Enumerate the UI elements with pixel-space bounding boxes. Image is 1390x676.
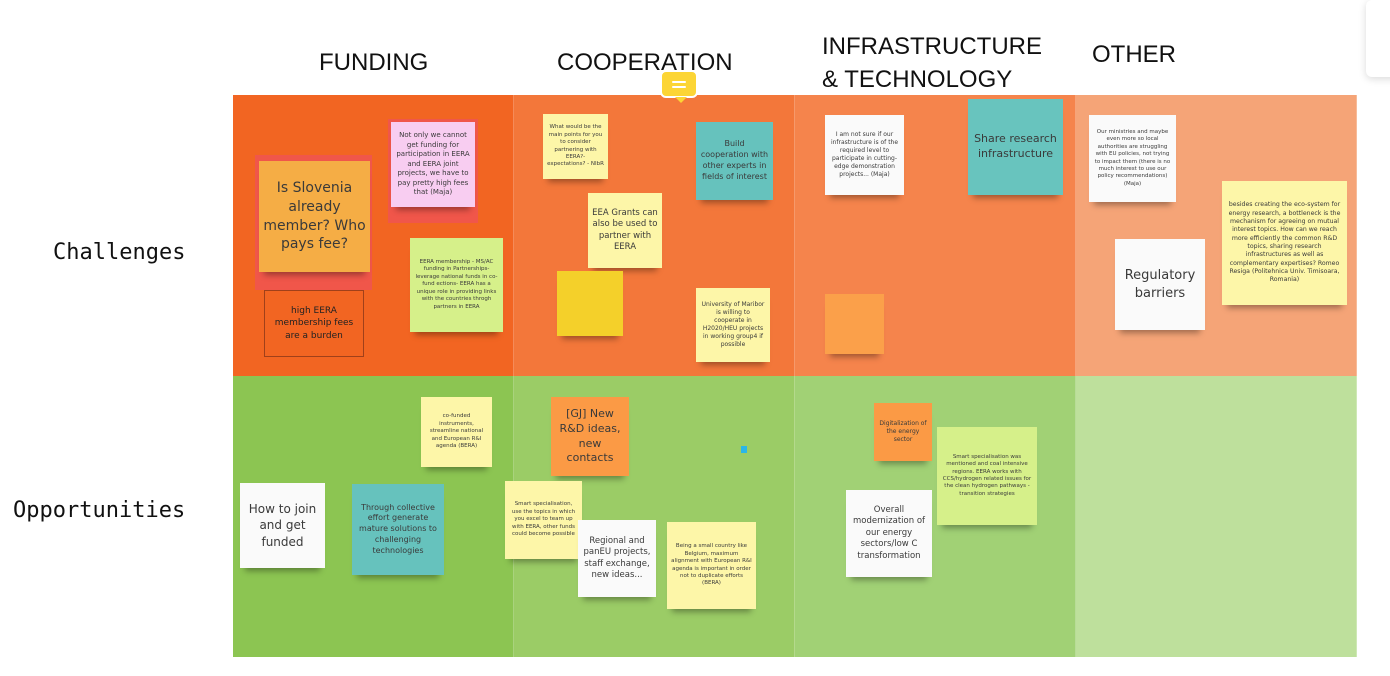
sticky-note[interactable]: Our ministries and maybe even more so lo… (1089, 115, 1176, 202)
sticky-note[interactable]: [GJ] New R&D ideas, new contacts (551, 397, 629, 476)
sticky-note[interactable]: I am not sure if our infrastructure is o… (825, 115, 904, 195)
sticky-note[interactable]: besides creating the eco-system for ener… (1222, 181, 1347, 305)
sticky-note[interactable] (825, 294, 884, 354)
toolbar-panel[interactable] (1366, 0, 1390, 77)
row-label-opportunities: Opportunities (13, 498, 186, 523)
sticky-note[interactable]: high EERA membership fees are a burden (264, 290, 364, 357)
sticky-note[interactable]: Share research infrastructure (968, 99, 1063, 195)
cell-other-opportunities[interactable] (1076, 376, 1357, 657)
column-header-funding: FUNDING (319, 49, 429, 76)
sticky-note[interactable]: Not only we cannot get funding for parti… (391, 122, 475, 207)
sticky-note[interactable] (557, 271, 623, 336)
column-header-infrastructure-line2: & TECHNOLOGY (822, 66, 1013, 93)
comment-icon[interactable] (660, 70, 698, 103)
sticky-note[interactable]: Smart specialisation, use the topics in … (505, 481, 582, 559)
sticky-note[interactable]: Smart specialisation was mentioned and c… (937, 427, 1037, 525)
row-label-challenges: Challenges (53, 240, 186, 265)
sticky-note[interactable]: Is Slovenia already member? Who pays fee… (259, 161, 370, 272)
cursor-marker (741, 446, 747, 453)
sticky-note[interactable]: EERA membership - MS/AC funding in Partn… (410, 238, 503, 332)
sticky-note[interactable]: Through collective effort generate matur… (352, 484, 444, 575)
sticky-note[interactable]: Regulatory barriers (1115, 239, 1205, 330)
sticky-note[interactable]: What would be the main points for you to… (543, 114, 608, 179)
column-header-infrastructure-line1: INFRASTRUCTURE (822, 33, 1042, 60)
column-header-other: OTHER (1092, 41, 1176, 68)
sticky-note[interactable]: Digitalization of the energy sector (874, 403, 932, 461)
sticky-note[interactable]: Build cooperation with other experts in … (696, 122, 773, 200)
sticky-note[interactable]: Regional and panEU projects, staff excha… (578, 520, 656, 597)
column-header-cooperation: COOPERATION (557, 49, 733, 76)
sticky-note[interactable]: University of Maribor is willing to coop… (696, 288, 770, 362)
sticky-note[interactable]: Being a small country like Belgium, maxi… (667, 522, 756, 609)
sticky-note[interactable]: co-funded instruments, streamline nation… (421, 397, 492, 467)
sticky-note[interactable]: Overall modernization of our energy sect… (846, 490, 932, 577)
sticky-note[interactable]: EEA Grants can also be used to partner w… (588, 193, 662, 268)
sticky-note[interactable]: How to join and get funded (240, 483, 325, 568)
